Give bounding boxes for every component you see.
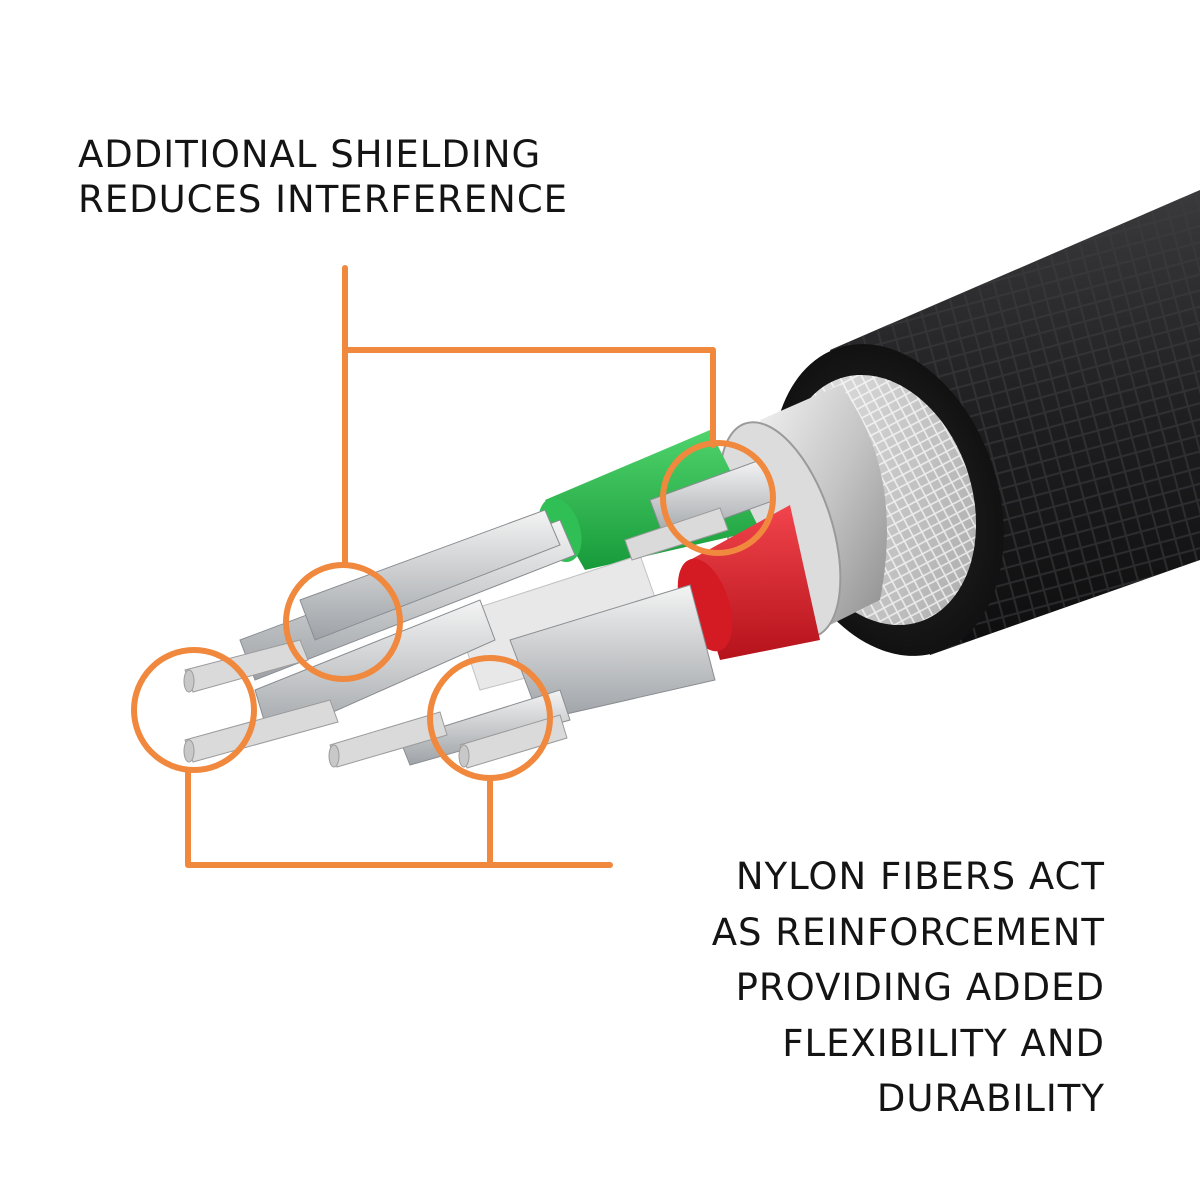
nylon-caption: NYLON FIBERS ACT AS REINFORCEMENT PROVID… xyxy=(712,849,1105,1127)
caption-line: NYLON FIBERS ACT xyxy=(735,855,1105,898)
nylon-bracket xyxy=(185,767,613,868)
callout-nylon-fibers xyxy=(131,647,613,868)
circle-marker xyxy=(131,647,257,773)
caption-line: REDUCES INTERFERENCE xyxy=(78,178,569,222)
callout-shielding xyxy=(283,265,776,682)
circle-marker xyxy=(283,562,403,682)
circle-marker xyxy=(660,440,776,556)
circle-marker xyxy=(427,655,553,781)
caption-line: AS REINFORCEMENT xyxy=(711,910,1105,954)
shielding-bracket xyxy=(342,265,716,568)
shielding-caption: ADDITIONAL SHIELDING REDUCES INTERFERENC… xyxy=(78,132,568,222)
caption-line: FLEXIBILITY AND xyxy=(782,1021,1105,1065)
caption-line: DURABILITY xyxy=(876,1077,1105,1120)
caption-line: PROVIDING ADDED xyxy=(735,966,1105,1009)
caption-line: ADDITIONAL SHIELDING xyxy=(78,133,542,176)
